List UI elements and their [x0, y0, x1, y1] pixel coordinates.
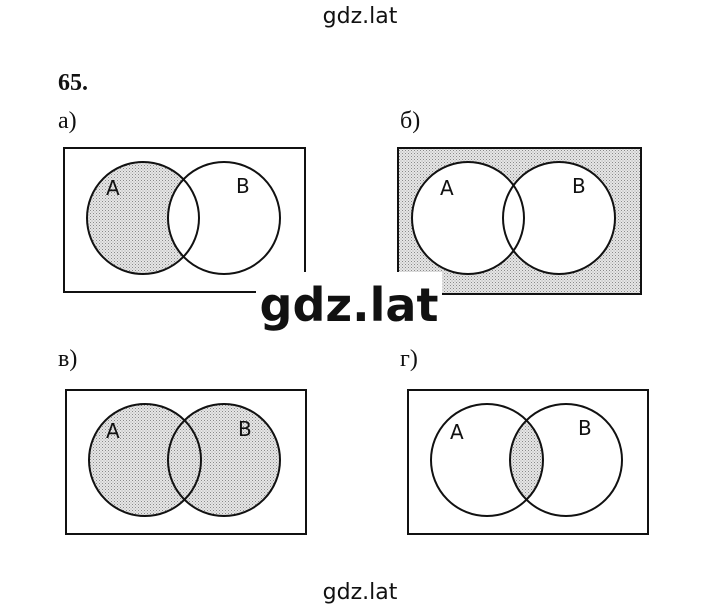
venn-v: A B [65, 389, 307, 535]
set-a-label-b: A [440, 176, 454, 200]
set-b-fill-v [168, 404, 280, 516]
set-a-fill-v [89, 404, 201, 516]
set-a-mask-b [412, 162, 524, 274]
part-label-b: б) [400, 108, 421, 134]
set-a-fill-a [87, 162, 199, 274]
set-b-label-a: B [236, 174, 250, 198]
watermark-center: gdz.lat [256, 272, 442, 338]
set-a-label-g: A [450, 420, 464, 444]
set-b-mask-a [168, 162, 280, 274]
set-b-circle-v [167, 403, 281, 517]
set-b-label-g: B [578, 416, 592, 440]
set-b-label-b: B [572, 174, 586, 198]
part-label-a: а) [58, 108, 77, 134]
set-a-circle-a [86, 161, 200, 275]
exercise-number: 65. [58, 70, 88, 96]
set-b-mask-b [503, 162, 615, 274]
venn-g: A B [407, 389, 649, 535]
set-b-circle-a [167, 161, 281, 275]
part-label-v: в) [58, 346, 78, 372]
set-a-circle-v [88, 403, 202, 517]
set-a-circle-g [430, 403, 544, 517]
watermark-bottom: gdz.lat [322, 580, 398, 605]
set-b-circle-b [502, 161, 616, 275]
set-a-label-a: A [106, 176, 120, 200]
set-a-label-v: A [106, 419, 120, 443]
set-b-label-v: B [238, 417, 252, 441]
set-b-circle-g [509, 403, 623, 517]
venn-b: A B [397, 147, 642, 295]
venn-a: A B [63, 147, 306, 293]
watermark-top: gdz.lat [322, 4, 398, 29]
set-a-circle-b [411, 161, 525, 275]
part-label-g: г) [400, 346, 418, 372]
